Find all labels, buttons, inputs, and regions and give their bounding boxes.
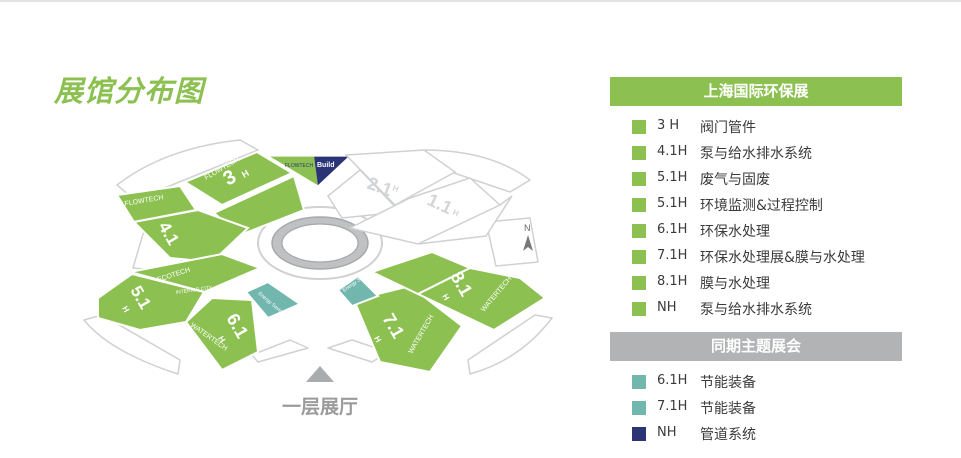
legend-item: NH 泵与给水排水系统 — [610, 296, 902, 322]
legend-swatch — [632, 276, 646, 290]
legend-name: 泵与给水排水系统 — [700, 146, 812, 162]
legend-code: 6.1H — [657, 373, 688, 388]
legend-swatch — [632, 427, 646, 441]
legend-item: 7.1H 节能装备 — [610, 395, 902, 421]
legend-name: 阀门管件 — [700, 120, 756, 136]
legend-code: 5.1H — [657, 196, 688, 211]
legend-swatch — [632, 224, 646, 238]
pavilion-west — [251, 339, 309, 363]
legend-swatch — [632, 172, 646, 186]
hall-6-1-unit: H — [216, 335, 227, 345]
page-title: 展馆分布图 — [54, 74, 205, 108]
ground-floor-label: 一层展厅 — [281, 396, 358, 418]
legend-item: 5.1H 废气与固废 — [610, 166, 902, 192]
legend-item: NH 管道系统 — [610, 421, 902, 447]
legend-item: 3 H 阀门管件 — [610, 114, 902, 140]
hall-7-1-unit: H — [372, 335, 383, 345]
top-divider — [0, 0, 961, 2]
legend-swatch — [632, 198, 646, 212]
hall-5-1-unit: H — [120, 305, 131, 315]
legend-code: NH — [657, 300, 677, 315]
legend-code: 8.1H — [657, 274, 688, 289]
hall-1-1: 1.1 H — [347, 177, 513, 245]
legend-item: 6.1H 环保水处理 — [610, 218, 902, 244]
legend-main-title: 上海国际环保展 — [610, 77, 902, 106]
central-roundabout — [257, 206, 383, 280]
outer-wing-south-east — [467, 314, 553, 375]
legend-code: 4.1H — [657, 144, 688, 159]
legend-code: 7.1H — [657, 399, 688, 414]
hall-1-1-unit: H — [451, 208, 460, 219]
legend-item: 6.1H 节能装备 — [610, 369, 902, 395]
legend-main-list: 3 H 阀门管件 4.1H 泵与给水排水系统 5.1H 废气与固废 5.1H 环境监测&过程控… — [610, 114, 902, 322]
hall-7-1: Energy Saving 7.1 H WATERTECH — [336, 270, 464, 374]
hall-nh: FLOWTECH Build — [265, 155, 352, 187]
hall-4-1: FLOWTECH 4.1 H — [115, 184, 250, 264]
legend-item: 8.1H 膜与水处理 — [610, 270, 902, 296]
legend-item: 7.1H 环保水处理展&膜与水处理 — [610, 244, 902, 270]
legend-name: 膜与水处理 — [700, 276, 770, 292]
legend-code: 7.1H — [657, 248, 688, 263]
hall-8-1: 8.1 H WATERTECH — [369, 250, 547, 332]
legend-code: 3 H — [657, 118, 680, 133]
legend-theme: 同期主题展会 6.1H 节能装备 7.1H 节能装备 NH 管道系统 — [610, 332, 902, 447]
legend-code: 5.1H — [657, 170, 688, 185]
legend-item: 5.1H 环境监测&过程控制 — [610, 192, 902, 218]
hall-5-1-brand-2: INTERIOR CITY — [175, 285, 213, 296]
legend-name: 废气与固废 — [700, 172, 770, 188]
legend-swatch — [632, 401, 646, 415]
legend-swatch — [632, 375, 646, 389]
legend-item: 4.1H 泵与给水排水系统 — [610, 140, 902, 166]
legend-swatch — [632, 250, 646, 264]
hall-2-1: 2.1 H — [327, 149, 457, 219]
hall-4-1-unit: H — [148, 241, 159, 251]
hall-2-1-unit: H — [391, 183, 400, 194]
outer-wing-east — [485, 217, 539, 267]
legend-name: 环保水处理 — [700, 224, 770, 240]
entrance-marker — [306, 366, 334, 382]
north-label: N — [524, 223, 531, 233]
legend-name: 环境监测&过程控制 — [700, 198, 823, 214]
outer-wing-south-west — [83, 314, 181, 375]
legend-name: 泵与给水排水系统 — [700, 302, 812, 318]
legend-name: 节能装备 — [700, 375, 756, 391]
north-arrow: N — [523, 223, 533, 251]
hall-8-1-unit: H — [440, 293, 451, 303]
legend-name: 节能装备 — [700, 401, 756, 417]
legend-name: 管道系统 — [700, 427, 756, 443]
legend-swatch — [632, 146, 646, 160]
legend-swatch — [632, 120, 646, 134]
legend-code: 6.1H — [657, 222, 688, 237]
hall-nh-left-label: FLOWTECH — [285, 163, 313, 169]
hall-nh-right-label: Build — [317, 162, 335, 169]
legend-name: 环保水处理展&膜与水处理 — [700, 250, 865, 266]
hall-3-unit: H — [240, 168, 251, 180]
outer-wing-north-west — [116, 139, 259, 201]
legend-theme-title: 同期主题展会 — [610, 332, 902, 361]
legend-code: NH — [657, 425, 677, 440]
legend-theme-list: 6.1H 节能装备 7.1H 节能装备 NH 管道系统 — [610, 369, 902, 447]
hall-5-1: ECOTECH INTERIOR CITY 5.1 H — [97, 252, 263, 332]
legend-swatch — [632, 302, 646, 316]
